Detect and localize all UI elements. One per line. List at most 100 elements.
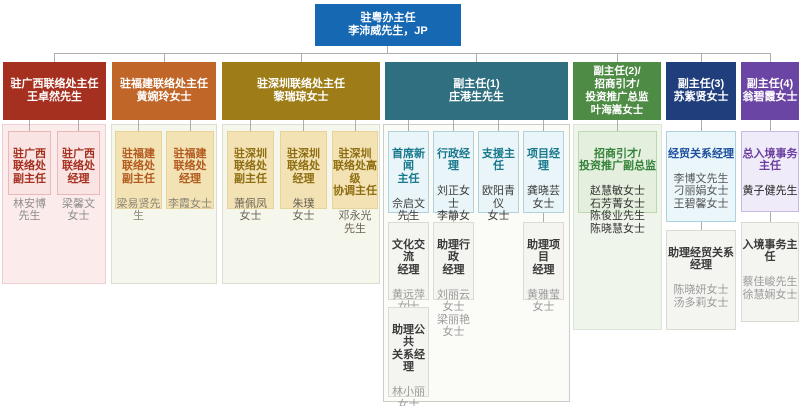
staff-names: 龚晓芸 女士 bbox=[527, 185, 560, 210]
staff-box-guangxi-deputy: 驻广西 联络处 副主任 林安博 先生 bbox=[8, 131, 51, 222]
staff-box-immigration-officers: 入境事务主任 蔡佳峻先生 徐慧娴女士 bbox=[741, 222, 799, 322]
staff-names: 邓永光 先生 bbox=[338, 210, 372, 235]
staff-title: 首席新闻 主任 bbox=[392, 147, 425, 185]
staff-box-chief-immigration-officer: 总入境事务 主任 黄子健先生 bbox=[741, 131, 799, 212]
staff-box-fujian-manager: 驻福建 联络处 经理 李霞女士 bbox=[166, 131, 214, 210]
staff-title: 驻广西 联络处 副主任 bbox=[13, 147, 46, 185]
head-fujian-box: 驻福建联络处主任 黄婉玲女士 bbox=[112, 62, 216, 120]
staff-box-assistant-admin-manager: 助理行政 经理 刘丽云 女士 梁丽艳 女士 bbox=[433, 222, 474, 338]
head-deputy1-box: 副主任(1) 庄港生先生 bbox=[385, 62, 568, 120]
head-guangxi-box: 驻广西联络处主任 王卓然先生 bbox=[3, 62, 106, 120]
staff-names: 赵慧敏女士 石芳菁女士 陈俊业先生 陈晓慧女士 bbox=[590, 185, 645, 235]
staff-box-cultural-exchange-manager: 文化交流 经理 黄远萍 女士 bbox=[388, 222, 429, 313]
head-name: 黎瑞琼女士 bbox=[273, 91, 329, 103]
head-deputy2-box: 副主任(2)/ 招商引才/ 投资推广总监 叶海嵩女士 bbox=[573, 62, 661, 120]
staff-names: 佘启文 先生 bbox=[392, 197, 425, 223]
staff-names: 林小丽 女士 周晓琪 女士 bbox=[392, 386, 425, 406]
staff-title: 助理行政 经理 bbox=[437, 238, 470, 276]
head-title: 驻福建联络处主任 bbox=[120, 77, 208, 90]
connector-head-4 bbox=[476, 53, 477, 62]
staff-names: 梁易贤先生 bbox=[116, 197, 161, 223]
connector-stub bbox=[303, 120, 304, 131]
staff-names: 黄子健先生 bbox=[742, 185, 798, 197]
staff-title: 驻福建 联络处 经理 bbox=[173, 147, 207, 185]
connector-stub bbox=[29, 120, 30, 131]
head-name: 翁碧霞女士 bbox=[742, 91, 798, 103]
head-name: 庄港生先生 bbox=[449, 91, 504, 103]
head-name: 王卓然先生 bbox=[27, 91, 82, 103]
staff-title: 总入境事务 主任 bbox=[742, 147, 798, 173]
staff-box-fujian-deputy: 驻福建 联络处 副主任 梁易贤先生 bbox=[115, 131, 162, 222]
connector-stub bbox=[498, 120, 499, 131]
head-title: 副主任(1) bbox=[453, 77, 500, 90]
staff-title: 招商引才/ 投资推广副总监 bbox=[579, 147, 656, 173]
connector-stub bbox=[408, 300, 409, 307]
staff-title: 助理经贸关系 经理 bbox=[668, 246, 734, 272]
staff-title: 助理项目 经理 bbox=[527, 238, 560, 276]
staff-title: 行政经理 bbox=[437, 147, 470, 173]
staff-names: 林安博 先生 bbox=[13, 197, 46, 223]
staff-names: 朱璞 女士 bbox=[292, 197, 315, 223]
head-title: 副主任(3) bbox=[677, 77, 725, 90]
connector-stub bbox=[190, 120, 191, 131]
staff-box-admin-manager: 行政经理 刘正女士 李静女士 bbox=[433, 131, 474, 235]
connector-stub bbox=[408, 213, 409, 222]
connector-stub bbox=[617, 120, 618, 131]
connector-stub bbox=[453, 120, 454, 131]
staff-names: 李霞女士 bbox=[168, 197, 212, 210]
staff-names: 李博文先生 刁丽娟女士 王碧馨女士 bbox=[673, 172, 729, 210]
staff-title: 驻广西 联络处 经理 bbox=[62, 147, 95, 185]
head-title: 副主任(4) bbox=[746, 77, 794, 90]
staff-names: 梁馨文 女士 bbox=[62, 197, 95, 223]
connector-head-7 bbox=[770, 53, 771, 62]
connector-stub bbox=[770, 120, 771, 131]
root-name: 李沛威先生，JP bbox=[348, 25, 428, 37]
root-director-box: 驻粤办主任 李沛威先生，JP bbox=[315, 4, 461, 46]
connector-stub bbox=[770, 212, 771, 222]
head-name: 苏紫贤女士 bbox=[673, 91, 729, 103]
staff-title: 驻福建 联络处 副主任 bbox=[122, 147, 155, 185]
head-shenzhen-box: 驻深圳联络处主任 黎瑞琼女士 bbox=[222, 62, 380, 120]
root-title: 驻粤办主任 bbox=[360, 11, 416, 24]
staff-box-shenzhen-liaison: 驻深圳 联络处高级 协调主任 邓永光 先生 bbox=[332, 131, 378, 235]
connector-stub bbox=[250, 120, 251, 131]
staff-box-guangxi-manager: 驻广西 联络处 经理 梁馨文 女士 bbox=[57, 131, 100, 222]
staff-box-project-manager: 项目经理 龚晓芸 女士 bbox=[523, 131, 564, 213]
staff-title: 入境事务主任 bbox=[742, 238, 798, 264]
staff-title: 支援主任 bbox=[482, 147, 515, 173]
connector-head-1 bbox=[54, 53, 55, 62]
head-deputy4-box: 副主任(4) 翁碧霞女士 bbox=[741, 62, 799, 120]
connector-stub bbox=[78, 120, 79, 131]
staff-box-support-officer: 支援主任 欧阳青仪 女士 bbox=[478, 131, 519, 222]
connector-stub bbox=[408, 120, 409, 131]
connector-stub bbox=[701, 120, 702, 131]
staff-names: 陈晓妍女士 汤多莉女士 bbox=[673, 284, 729, 309]
head-deputy3-box: 副主任(3) 苏紫贤女士 bbox=[666, 62, 736, 120]
staff-names: 蔡佳峻先生 徐慧娴女士 bbox=[742, 276, 798, 301]
staff-box-investment-deputy-directors: 招商引才/ 投资推广副总监 赵慧敏女士 石芳菁女士 陈俊业先生 陈晓慧女士 bbox=[578, 131, 657, 235]
staff-names: 黄雅莹 女士 bbox=[527, 288, 560, 314]
staff-box-trade-relations-managers: 经贸关系经理 李博文先生 刁丽娟女士 王碧馨女士 bbox=[666, 131, 736, 222]
connector-stub bbox=[543, 213, 544, 222]
connector-stub bbox=[701, 222, 702, 230]
staff-title: 驻深圳 联络处高级 协调主任 bbox=[333, 147, 377, 198]
connector-main-horizontal bbox=[54, 53, 771, 54]
staff-title: 项目经理 bbox=[527, 147, 560, 173]
connector-stub bbox=[355, 120, 356, 131]
head-name: 黄婉玲女士 bbox=[136, 91, 192, 103]
head-title: 驻广西联络处主任 bbox=[10, 77, 99, 90]
head-name: 叶海嵩女士 bbox=[590, 104, 644, 116]
staff-box-shenzhen-manager: 驻深圳 联络处 经理 朱璞 女士 bbox=[280, 131, 327, 222]
staff-title: 驻深圳 联络处 经理 bbox=[287, 147, 320, 185]
staff-box-shenzhen-deputy: 驻深圳 联络处 副主任 萧佩凤 女士 bbox=[227, 131, 274, 222]
connector-head-3 bbox=[301, 53, 302, 62]
staff-title: 驻深圳 联络处 副主任 bbox=[234, 147, 267, 185]
staff-names: 萧佩凤 女士 bbox=[234, 197, 267, 223]
connector-head-2 bbox=[164, 53, 165, 62]
staff-title: 助理公共 关系经理 bbox=[392, 323, 425, 374]
staff-box-assistant-project-manager: 助理项目 经理 黄雅莹 女士 bbox=[523, 222, 564, 313]
staff-names: 刘丽云 女士 梁丽艳 女士 bbox=[437, 288, 470, 339]
head-title: 驻深圳联络处主任 bbox=[257, 77, 345, 90]
connector-root bbox=[387, 46, 388, 53]
